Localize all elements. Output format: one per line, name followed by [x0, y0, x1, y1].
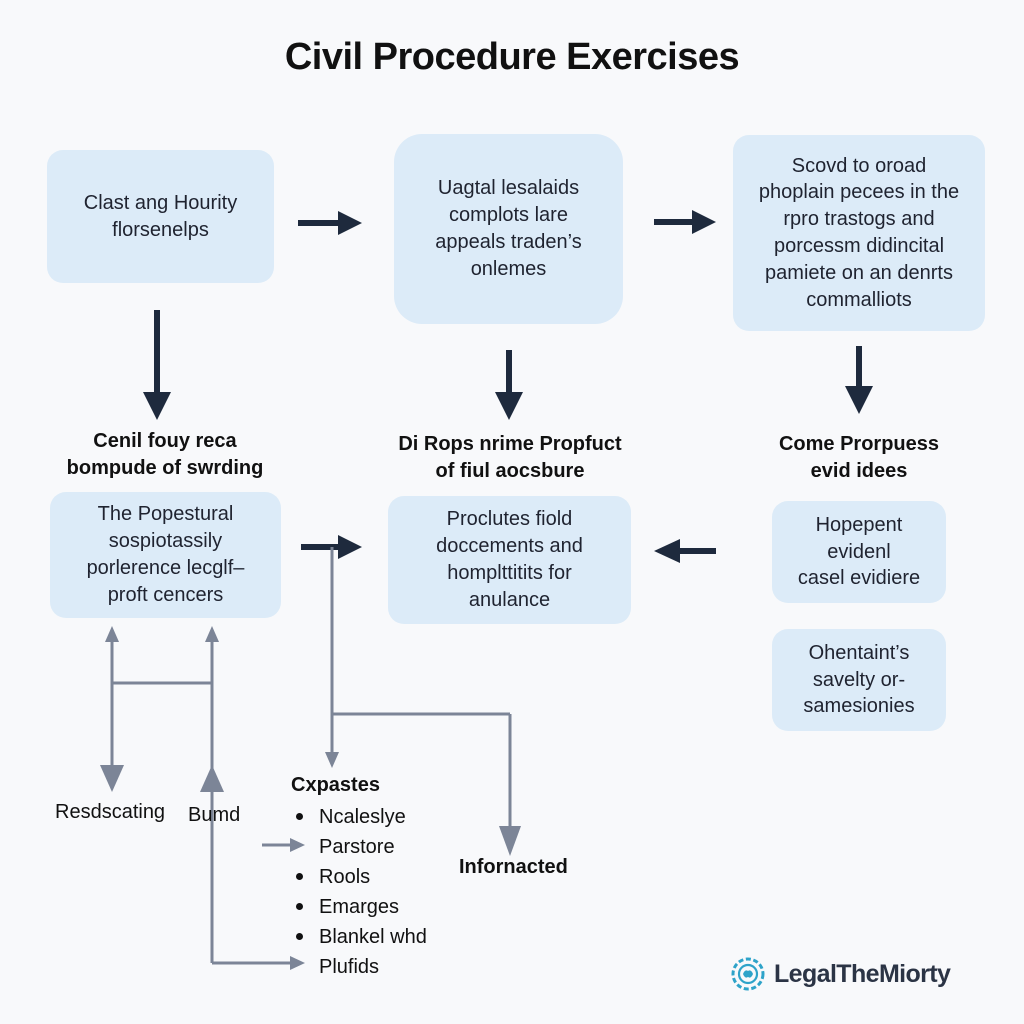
bullet-icon — [296, 872, 303, 880]
list-item: Emarges — [292, 892, 427, 922]
box-text: Hopepent evidenl casel evidiere — [797, 513, 921, 590]
label-resdscating: Resdscating — [55, 801, 166, 823]
heading-di-rops: Di Rops nrime Propfuct of fiul aocsbure — [398, 433, 622, 482]
list-item: Parstore — [319, 836, 395, 858]
box-hopepent: Hopepent evidenl casel evidiere — [772, 501, 946, 603]
brain-gear-icon — [731, 957, 765, 991]
box-proclutes-fiold: Proclutes fiold doccements and homplttit… — [388, 496, 631, 624]
bullet-icon — [296, 932, 303, 940]
box-text: The Popestural sospiotassily porlerence … — [86, 503, 245, 606]
box-text: Ohentaint’s savelty or- samesionies — [803, 641, 915, 718]
bullet-list: Ncaleslye Parstore Rools Emarges Blankel… — [292, 802, 427, 982]
box-popestural: The Popestural sospiotassily porlerence … — [50, 492, 281, 618]
box-text: Proclutes fiold doccements and homplttit… — [436, 508, 583, 611]
arrow-b2-b3 — [654, 210, 716, 234]
connector-left-network — [110, 640, 292, 965]
connector-left-heads — [100, 626, 305, 970]
bullet-icon — [296, 902, 303, 910]
box-clast-ang-hourity: Clast ang Hourity florsenelps — [47, 150, 274, 283]
brand-logo: LegalTheMiorty — [730, 956, 951, 992]
box-text: Uagtal lesalaids complots lare appeals t… — [435, 177, 582, 280]
heading-come-prorpuess: Come Prorpuess evid idees — [778, 433, 940, 482]
connector-mid-heads — [325, 752, 521, 856]
arrow-down-1 — [143, 310, 171, 420]
box-text: Clast ang Hourity florsenelps — [83, 191, 238, 241]
arrow-down-3 — [845, 346, 873, 414]
box-uagtal-lesalaids: Uagtal lesalaids complots lare appeals t… — [394, 134, 623, 324]
heading-cenil-fouy: Cenil fouy reca bompude of swrding — [66, 430, 264, 479]
connector-mid-network — [330, 547, 512, 830]
diagram-title: Civil Procedure Exercises — [284, 36, 740, 78]
box-text: Scovd to oroad phoplain pecees in the rp… — [758, 154, 960, 311]
arrow-b1-b2 — [298, 211, 362, 235]
arrow-down-2 — [495, 350, 523, 420]
box-scovd-to-oroad: Scovd to oroad phoplain pecees in the rp… — [733, 135, 985, 331]
list-item: Blankel whd — [292, 922, 427, 952]
list-item: Ncaleslye — [292, 802, 427, 832]
arrow-b4-b5 — [301, 535, 362, 559]
list-item: Plufids — [319, 956, 380, 978]
bullet-icon — [296, 812, 303, 820]
box-ohentaints: Ohentaint’s savelty or- samesionies — [772, 629, 946, 731]
arrow-right-to-b5 — [654, 539, 716, 563]
brand-name: LegalTheMiorty — [774, 959, 951, 988]
label-bumd: Bumd — [188, 804, 241, 826]
list-heading: Cxpastes — [291, 774, 380, 796]
label-infornacted: Infornacted — [459, 856, 568, 878]
list-item: Rools — [292, 862, 427, 892]
